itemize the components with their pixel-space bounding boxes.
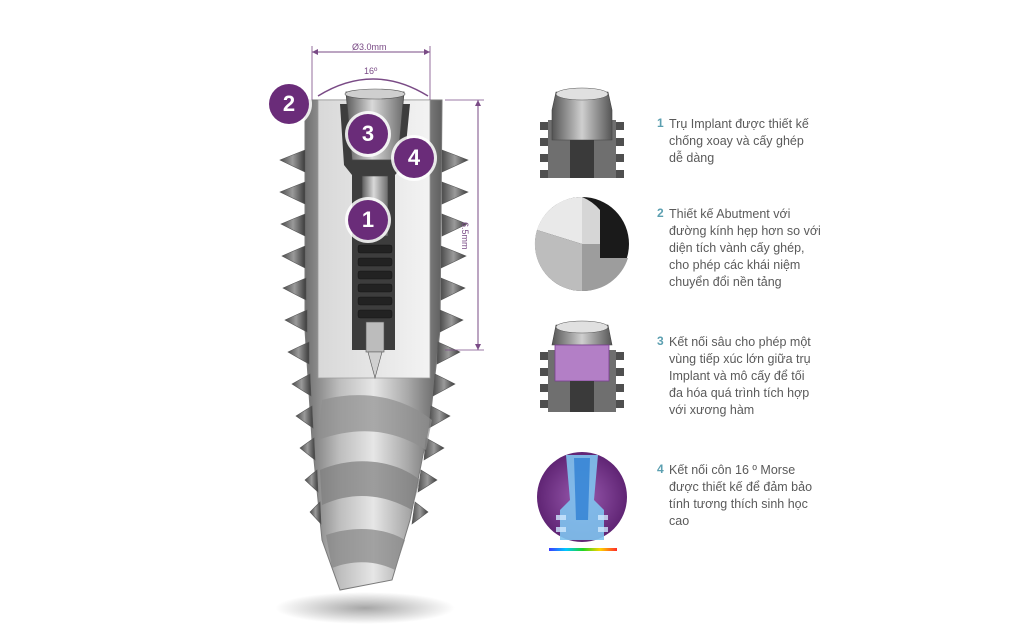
feature-number: 1	[657, 116, 664, 130]
feature-line: đường kính hẹp hơn so với	[669, 224, 821, 238]
feature-line: đa hóa quá trình tích hợp	[669, 386, 810, 400]
diameter-label: Ø3.0mm	[352, 42, 387, 52]
feature-description: Trụ Implant được thiết kế chống xoay và …	[669, 116, 859, 167]
feature-number: 2	[657, 206, 664, 220]
callout-badge-4: 4	[394, 138, 434, 178]
angle-label: 16º	[364, 66, 378, 76]
feature-line: Kết nối sâu cho phép một	[669, 335, 811, 349]
platform-switch-thumbnail	[534, 196, 629, 292]
feature-line: dễ dàng	[669, 151, 715, 165]
feature-line: Implant và mô cấy để tối	[669, 369, 805, 383]
feature-description: Kết nối côn 16 º Morse được thiết kế để …	[669, 462, 859, 530]
feature-line: cho phép các khái niệm	[669, 258, 801, 272]
feature-number: 4	[657, 462, 664, 476]
feature-line: diện tích vành cấy ghép,	[669, 241, 805, 255]
feature-line: chống xoay và cấy ghép	[669, 134, 804, 148]
feature-description: Kết nối sâu cho phép một vùng tiếp xúc l…	[669, 334, 859, 419]
feature-line: chuyển đổi nền tảng	[669, 275, 782, 289]
length-label: 6.5mm	[460, 222, 470, 250]
callout-badge-1: 1	[348, 200, 388, 240]
feature-4: 4 Kết nối côn 16 º Morse được thiết kế đ…	[538, 462, 868, 562]
feature-number: 3	[657, 334, 664, 348]
feature-3: 3 Kết nối sâu cho phép một vùng tiếp xúc…	[538, 334, 868, 434]
feature-line: Thiết kế Abutment với	[669, 207, 791, 221]
callout-badge-2: 2	[269, 84, 309, 124]
implant-top-thumbnail	[540, 87, 624, 178]
feature-line: tính tương thích sinh học	[669, 497, 808, 511]
feature-line: cao	[669, 514, 690, 528]
feature-line: Trụ Implant được thiết kế	[669, 117, 809, 131]
deep-connection-thumbnail	[540, 320, 624, 412]
feature-line: Kết nối côn 16 º Morse	[669, 463, 796, 477]
feature-description: Thiết kế Abutment với đường kính hẹp hơn…	[669, 206, 859, 291]
morse-taper-thumbnail	[537, 452, 627, 551]
feature-1: 1 Trụ Implant được thiết kế chống xoay v…	[538, 116, 868, 216]
feature-line: được thiết kế để đảm bảo	[669, 480, 813, 494]
callout-badge-3: 3	[348, 114, 388, 154]
feature-2: 2 Thiết kế Abutment với đường kính hẹp h…	[538, 206, 868, 306]
feature-line: vùng tiếp xúc lớn giữa trụ	[669, 352, 811, 366]
feature-line: với xương hàm	[669, 403, 755, 417]
